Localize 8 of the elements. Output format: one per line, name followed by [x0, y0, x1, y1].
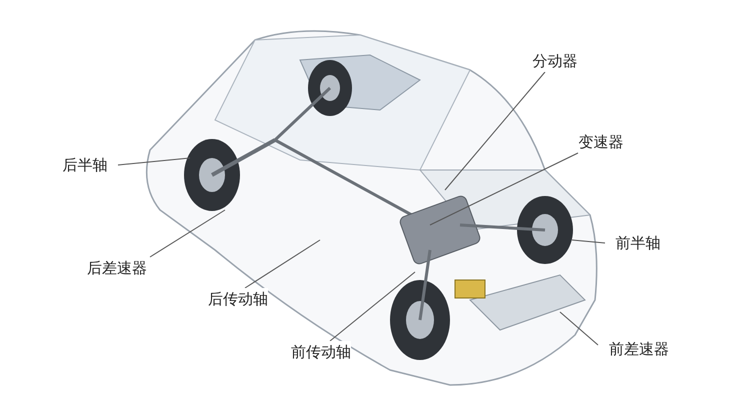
leader-line [244, 240, 320, 288]
leader-line [330, 272, 416, 342]
leader-line [560, 312, 598, 346]
leader-line [430, 152, 578, 226]
leader-line [572, 240, 606, 244]
leader-line [444, 72, 546, 190]
leader-line [118, 158, 190, 166]
leader-line [150, 210, 226, 258]
